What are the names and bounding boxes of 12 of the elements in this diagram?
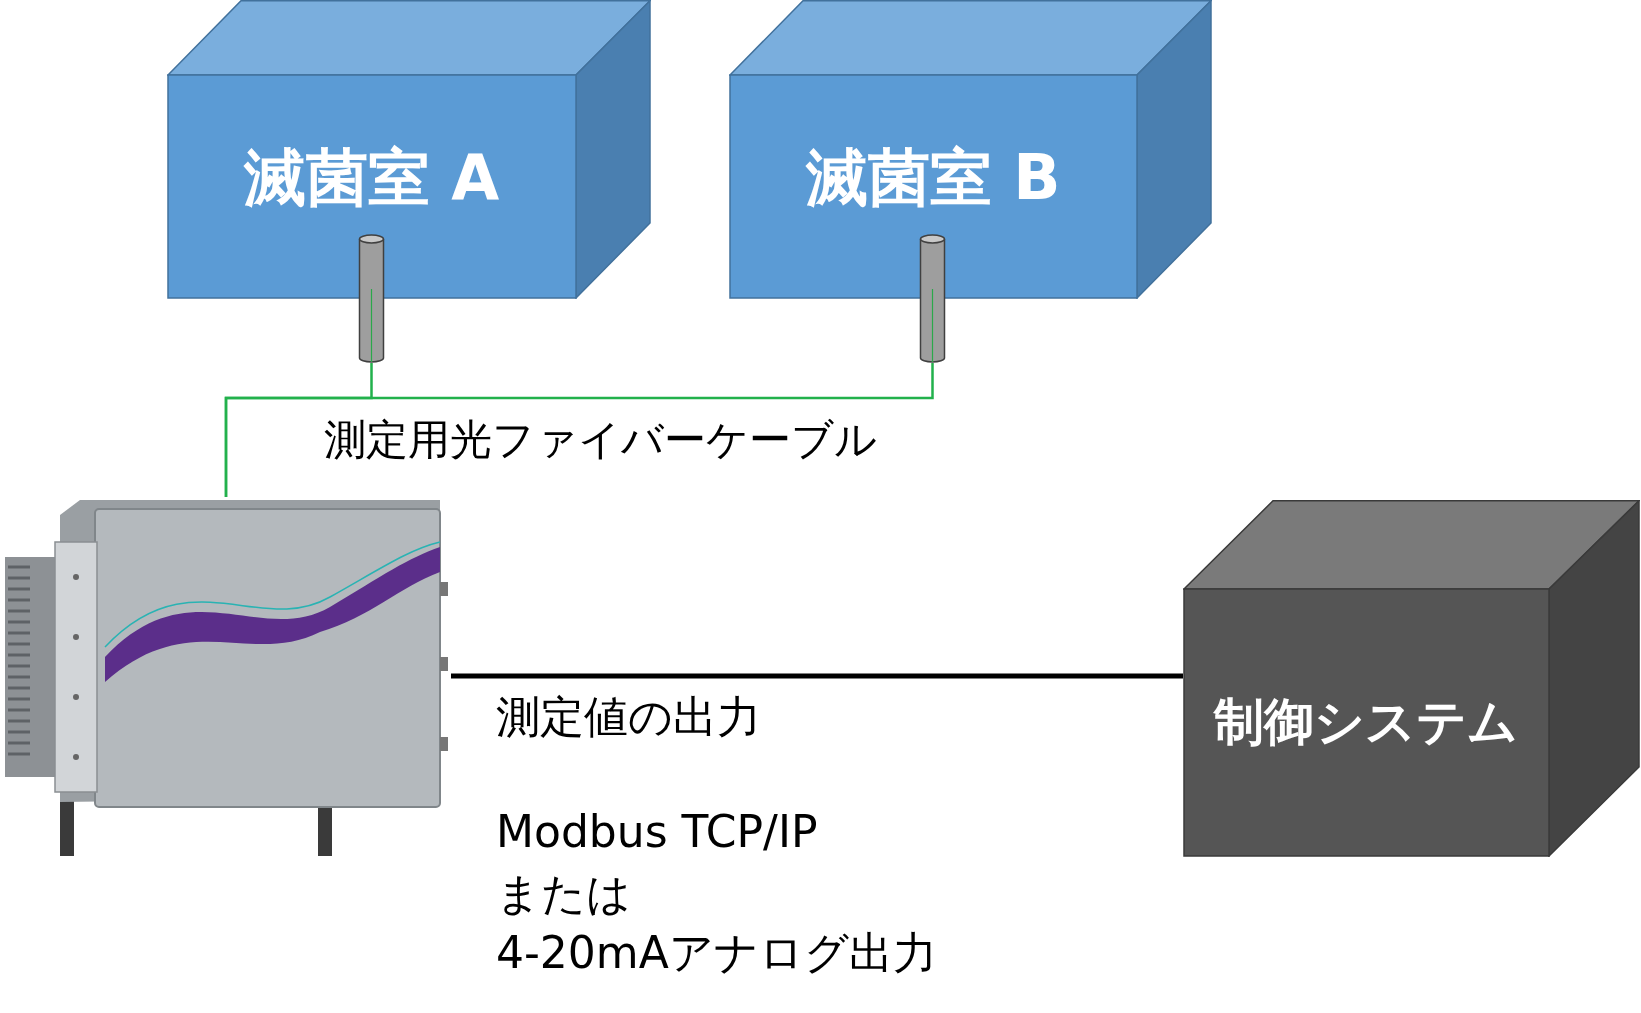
cable-line	[451, 673, 1183, 679]
cable-line	[224, 363, 934, 497]
box-title: 制御システム	[1212, 692, 1519, 753]
box-title: 滅菌室 A	[242, 140, 501, 217]
probe-cylinder	[919, 234, 946, 364]
cable-label: 測定用光ファイバーケーブル	[324, 414, 877, 466]
protocol-label: 4-20mAアナログ出力	[496, 926, 937, 980]
output-label: 測定値の出力	[496, 690, 761, 744]
box-title: 滅菌室 B	[804, 140, 1062, 217]
protocol-label: Modbus TCP/IP	[496, 806, 818, 857]
probe-cylinder	[358, 234, 385, 364]
connector-word: または	[496, 867, 631, 921]
